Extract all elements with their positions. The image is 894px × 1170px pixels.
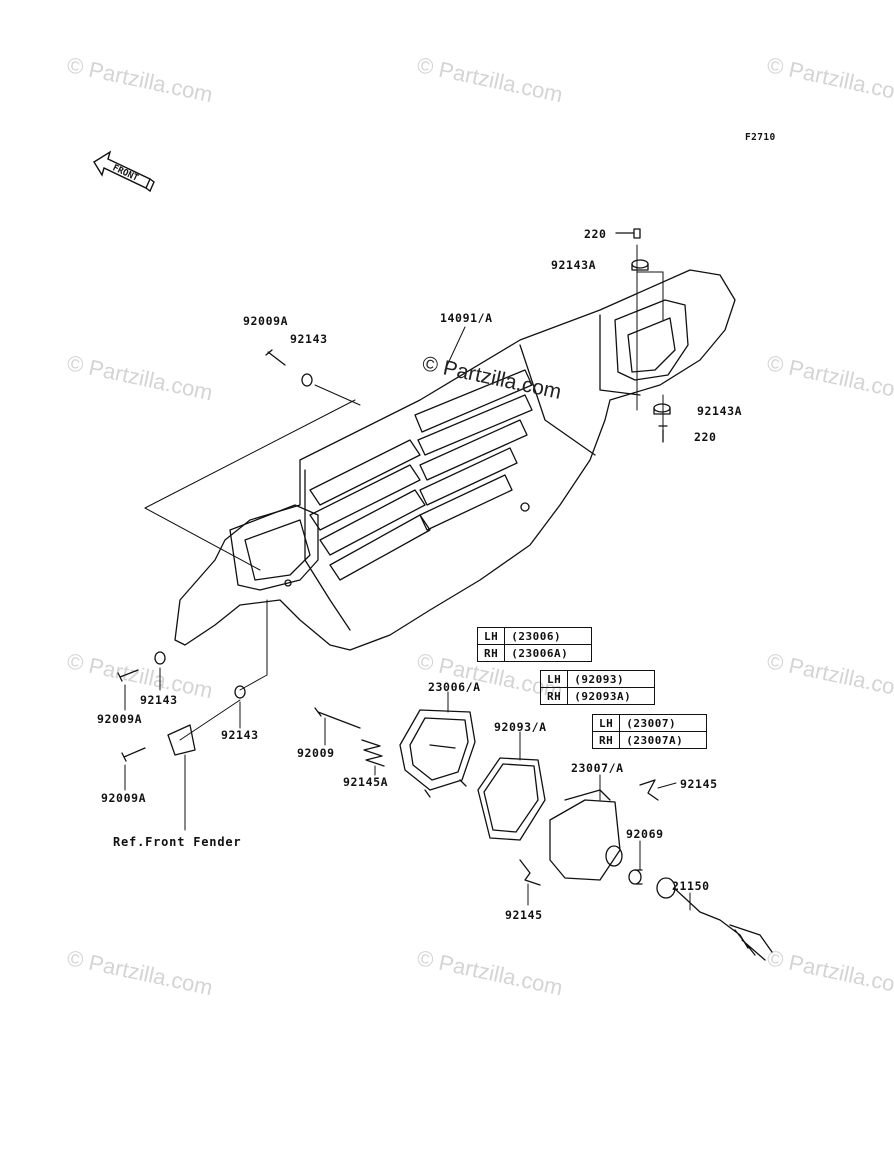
table-row: RH(23007A) xyxy=(591,731,708,749)
side-cell: RH xyxy=(476,644,506,662)
part-label-92009A-top[interactable]: 92009A xyxy=(243,314,289,328)
part-cell: (23006) xyxy=(504,627,593,645)
part-label-92009[interactable]: 92009 xyxy=(297,746,335,760)
part-label-92143-left[interactable]: 92143 xyxy=(140,693,178,707)
table-row: LH(23007) xyxy=(591,714,708,732)
washer-92143-mid xyxy=(234,685,246,699)
washer-92143A-right xyxy=(653,403,671,415)
part-cell: (92093) xyxy=(567,670,656,688)
part-label-92143A-right[interactable]: 92143A xyxy=(697,404,743,418)
part-label-92069[interactable]: 92069 xyxy=(626,827,664,841)
cover-housing-left xyxy=(229,504,319,591)
table-row: RH(92093A) xyxy=(539,687,656,705)
front-direction-arrow: FRONT xyxy=(93,150,155,193)
part-label-23006A[interactable]: 23006/A xyxy=(428,680,481,694)
washer-92143A-top xyxy=(631,259,649,271)
screw-92009 xyxy=(314,707,361,729)
part-label-92145A[interactable]: 92145A xyxy=(343,775,389,789)
headlight-frame xyxy=(399,709,476,798)
part-label-92009A-low[interactable]: 92009A xyxy=(101,791,147,805)
part-cell: (23007) xyxy=(619,714,708,732)
headlight-unit xyxy=(549,789,623,881)
screw-92009A-low xyxy=(121,747,146,762)
bracket-front-fender xyxy=(167,724,196,756)
part-cell: (23006A) xyxy=(504,644,593,662)
table-row: RH(23006A) xyxy=(476,644,593,662)
table-row: LH(92093) xyxy=(539,670,656,688)
side-cell: LH xyxy=(539,670,569,688)
bulb-92069 xyxy=(628,869,643,885)
headlight-cover-outline xyxy=(174,269,736,651)
part-label-92145-low[interactable]: 92145 xyxy=(505,908,543,922)
part-label-92009A-left[interactable]: 92009A xyxy=(97,712,143,726)
front-label: FRONT xyxy=(111,163,140,184)
lens-rim xyxy=(477,757,546,841)
washer-92143-top xyxy=(301,373,313,387)
ref-front-fender-label: Ref.Front Fender xyxy=(113,835,242,849)
grille-slats xyxy=(309,369,533,581)
part-label-92093A[interactable]: 92093/A xyxy=(494,720,547,734)
side-cell: RH xyxy=(539,687,569,705)
part-label-14091A[interactable]: 14091/A xyxy=(440,311,493,325)
part-cell: (23007A) xyxy=(619,731,708,749)
socket-21150 xyxy=(656,877,773,961)
variant-table-92093: LH(92093) RH(92093A) xyxy=(539,670,656,705)
washer-92143-left xyxy=(154,651,166,665)
variant-table-23006: LH(23006) RH(23006A) xyxy=(476,627,593,662)
variant-table-23007: LH(23007) RH(23007A) xyxy=(591,714,708,749)
part-label-220-right[interactable]: 220 xyxy=(694,430,717,444)
bolt-220-right xyxy=(658,425,668,443)
figure-code: F2710 xyxy=(745,132,776,143)
bolt-220-top xyxy=(615,228,641,239)
part-label-220-top[interactable]: 220 xyxy=(584,227,607,241)
clip-92145-right xyxy=(639,779,659,801)
part-label-21150[interactable]: 21150 xyxy=(672,879,710,893)
table-row: LH(23006) xyxy=(476,627,593,645)
part-label-23007A[interactable]: 23007/A xyxy=(571,761,624,775)
side-cell: LH xyxy=(591,714,621,732)
part-cell: (92093A) xyxy=(567,687,656,705)
spring-92145A xyxy=(361,739,385,767)
screw-92009A-top xyxy=(265,349,286,366)
side-cell: RH xyxy=(591,731,621,749)
part-label-92143-top[interactable]: 92143 xyxy=(290,332,328,346)
part-label-92143-mid[interactable]: 92143 xyxy=(221,728,259,742)
screw-92009A-left xyxy=(117,669,139,682)
clip-92145-low xyxy=(519,859,541,886)
side-cell: LH xyxy=(476,627,506,645)
part-label-92145-right[interactable]: 92145 xyxy=(680,777,718,791)
cover-housing-right xyxy=(614,299,689,381)
part-label-92143A-top[interactable]: 92143A xyxy=(551,258,597,272)
